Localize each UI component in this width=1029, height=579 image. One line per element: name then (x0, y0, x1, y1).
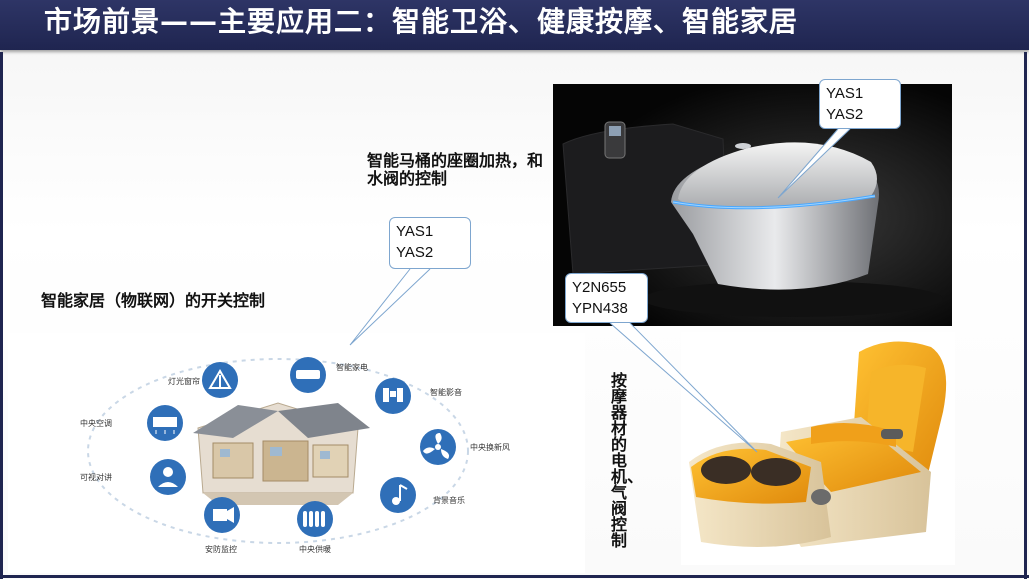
left-border (0, 52, 3, 579)
house-illustration (193, 402, 370, 505)
toilet-caption: 智能马桶的座圈加热，和水阀的控制 (367, 151, 544, 188)
slide-title: 市场前景——主要应用二：智能卫浴、健康按摩、智能家居 (44, 5, 799, 38)
right-border (1024, 52, 1027, 579)
node-label: 中央供暖 (299, 544, 331, 554)
smart-home-diagram: 灯光窗帘 智能家电 智能影音 中央空调 中央换新风 (8, 333, 585, 573)
part-number: YAS1 (396, 223, 434, 240)
part-number: YAS1 (826, 85, 864, 102)
node-label: 可视对讲 (80, 472, 112, 482)
massage-chair-photo (681, 332, 955, 565)
node-label: 智能影音 (430, 387, 462, 397)
node-label: 中央空调 (80, 418, 112, 428)
node-label: 背景音乐 (433, 495, 465, 505)
toilet-part-callout: YAS1 YAS2 (819, 79, 901, 129)
bottom-border (0, 575, 1029, 578)
node-label: 中央换新风 (470, 442, 510, 452)
smart-home-caption: 智能家居（物联网）的开关控制 (41, 291, 266, 310)
air-conditioner-unit-icon (290, 357, 326, 393)
music-note-icon (380, 477, 416, 513)
part-number: YAS2 (396, 244, 434, 261)
node-label: 安防监控 (205, 544, 237, 554)
radiator-icon (297, 501, 333, 537)
speaker-system-icon (375, 378, 411, 414)
part-number: YAS2 (826, 106, 864, 123)
node-label: 灯光窗帘 (168, 376, 200, 386)
part-number: Y2N655 (572, 279, 627, 296)
smart-home-part-callout: YAS1 YAS2 (389, 217, 471, 269)
security-camera-icon (204, 497, 240, 533)
part-number: YPN438 (572, 300, 628, 317)
intercom-person-icon (150, 459, 186, 495)
massage-caption: 按摩器材的电机、气阀控制 (611, 371, 644, 550)
ceiling-ac-icon (147, 405, 183, 441)
node-label: 智能家电 (336, 362, 368, 372)
massage-part-callout: Y2N655 YPN438 (565, 273, 648, 323)
fan-icon (420, 429, 456, 465)
title-bar: 市场前景——主要应用二：智能卫浴、健康按摩、智能家居 (0, 0, 1029, 50)
lamp-curtain-icon (202, 362, 238, 398)
